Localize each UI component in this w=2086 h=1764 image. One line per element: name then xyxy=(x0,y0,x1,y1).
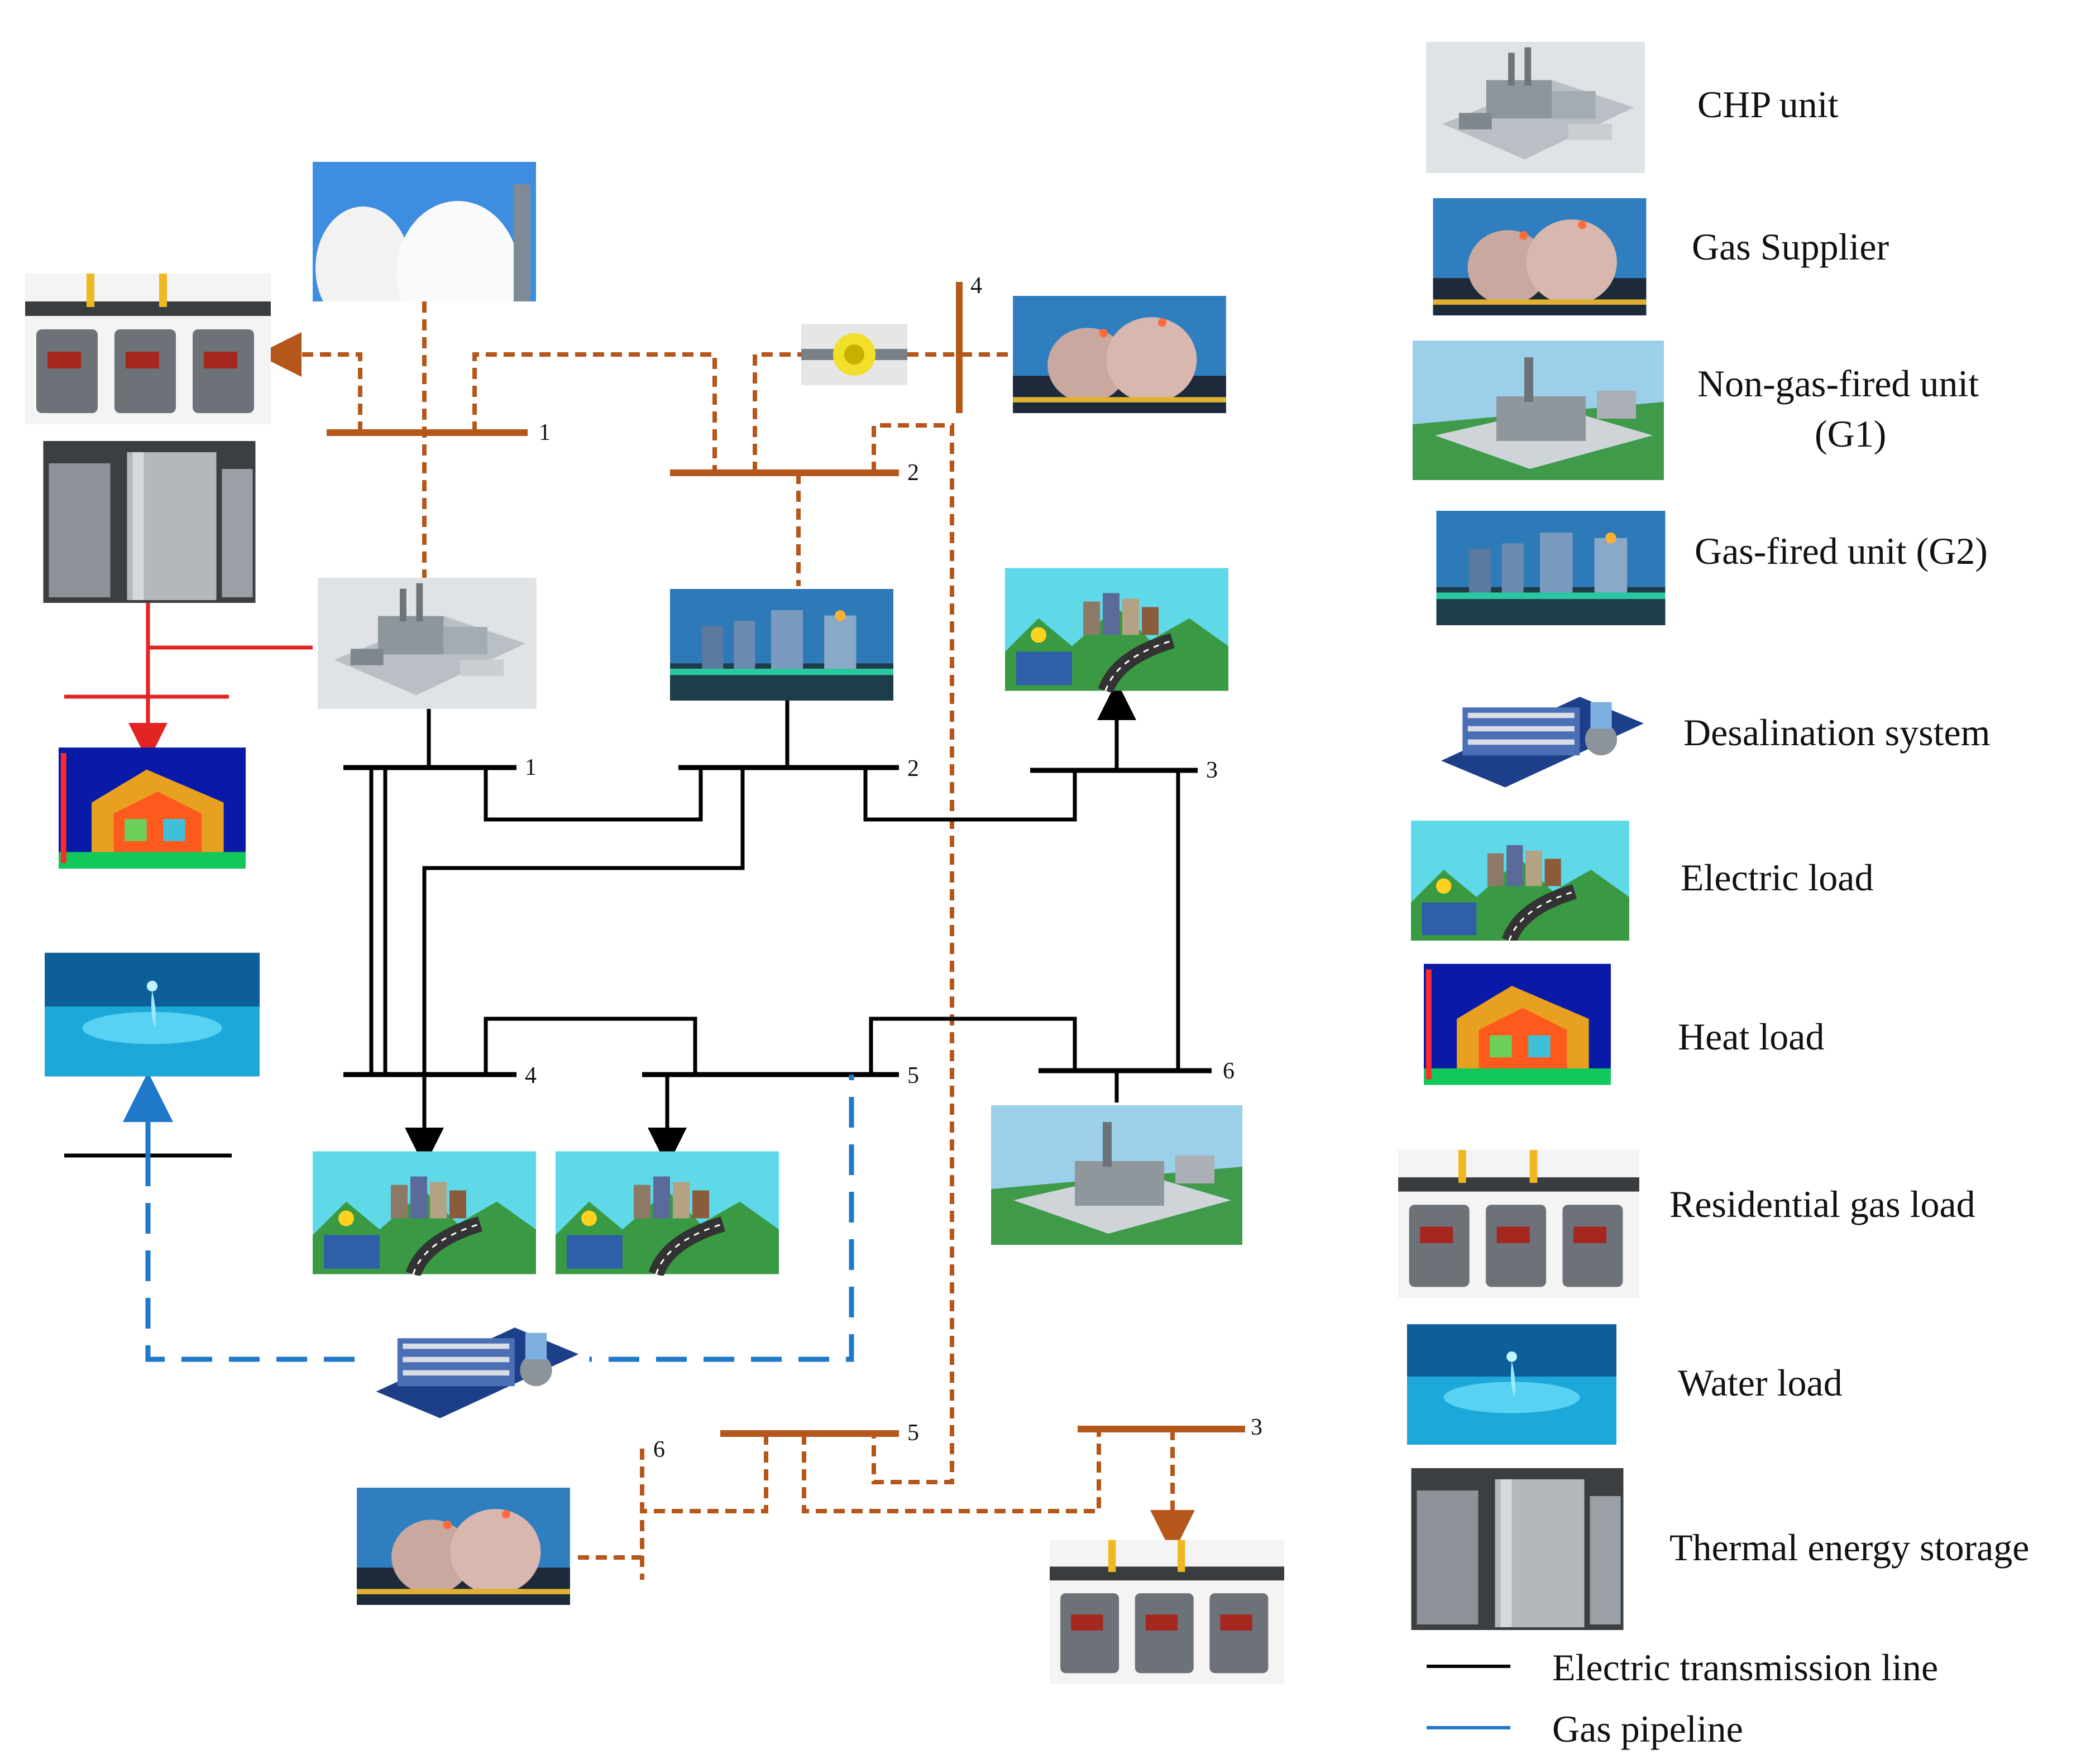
gas-bus-label-1: 1 xyxy=(539,420,551,445)
residential-gas-load-icon xyxy=(25,274,271,424)
elec-bus-label-6: 6 xyxy=(1223,1058,1235,1084)
legend-thermal-energy-storage-icon xyxy=(1411,1468,1624,1630)
elec-bus-label-3: 3 xyxy=(1206,758,1218,783)
electric-bus-labels: 1 2 3 4 5 6 xyxy=(525,755,1235,1089)
legend-non-gas-fired-unit-label-line1: Non-gas-fired unit xyxy=(1697,362,1979,405)
chp-unit-icon xyxy=(318,578,537,709)
elec-bus-label-4: 4 xyxy=(525,1063,537,1089)
legend-chp-unit-icon xyxy=(1426,42,1645,173)
thermal-energy-storage-icon xyxy=(43,441,256,603)
heat-network xyxy=(64,603,313,762)
legend-heat-load-label: Heat load xyxy=(1678,1015,1824,1058)
legend-non-gas-fired-unit-label-line2: (G1) xyxy=(1815,413,1886,455)
legend-thermal-energy-storage-label: Thermal energy storage xyxy=(1669,1526,2029,1569)
elec-bus-label-5: 5 xyxy=(907,1063,919,1089)
desalination-system-icon xyxy=(365,1306,590,1423)
legend-water-load-icon xyxy=(1407,1324,1616,1445)
gas-bus-label-2: 2 xyxy=(907,460,919,486)
legend-chp-unit-label: CHP unit xyxy=(1697,83,1839,126)
gas-bus-label-4: 4 xyxy=(970,273,982,299)
gas-bus-label-3: 3 xyxy=(1251,1415,1262,1440)
valve-icon xyxy=(801,324,907,385)
non-gas-fired-unit-icon xyxy=(991,1105,1242,1245)
legend-gas-fired-unit-label: Gas-fired unit (G2) xyxy=(1695,530,1988,572)
gas-bus-label-6: 6 xyxy=(653,1437,665,1463)
elec-bus-label-2: 2 xyxy=(907,756,919,782)
legend: CHP unit Gas Supplier Non-gas-fired unit… xyxy=(1398,42,2029,1750)
legend-residential-gas-load-label: Residential gas load xyxy=(1669,1183,1975,1225)
legend-gas-supplier-icon xyxy=(1433,198,1647,315)
gas-network xyxy=(257,282,1245,1580)
water-load-icon xyxy=(45,952,260,1077)
legend-residential-gas-load-icon xyxy=(1398,1150,1639,1298)
electric-load-icon xyxy=(313,1152,536,1274)
legend-gas-fired-unit-icon xyxy=(1436,511,1666,625)
legend-electric-load-icon xyxy=(1411,821,1629,941)
legend-heat-load-icon xyxy=(1424,964,1611,1085)
gas-supplier-icon xyxy=(357,1488,570,1605)
gas-supplier-icon xyxy=(1013,296,1226,413)
gas-fired-unit-icon xyxy=(670,589,893,701)
gas-bus-labels: 1 2 3 4 5 6 xyxy=(539,273,1262,1463)
gas-bus-label-5: 5 xyxy=(907,1420,919,1446)
electric-load-icon xyxy=(556,1152,779,1274)
electric-load-icon xyxy=(1005,568,1228,691)
elec-bus-label-1: 1 xyxy=(525,755,537,780)
legend-gas-pipeline-label: Gas pipeline xyxy=(1552,1708,1743,1750)
legend-desalination-system-label: Desalination system xyxy=(1683,711,1991,754)
legend-electric-line-label: Electric transmission line xyxy=(1552,1646,1938,1689)
legend-gas-supplier-label: Gas Supplier xyxy=(1692,226,1889,268)
heat-load-icon xyxy=(59,747,246,869)
legend-desalination-system-icon xyxy=(1430,675,1654,793)
legend-water-load-label: Water load xyxy=(1678,1362,1843,1404)
gas-supplier-dome-icon xyxy=(313,162,536,301)
water-pipeline xyxy=(123,1072,854,1362)
residential-gas-load-icon xyxy=(1050,1540,1284,1684)
legend-non-gas-fired-unit-icon xyxy=(1413,341,1664,480)
legend-electric-load-label: Electric load xyxy=(1681,856,1873,899)
